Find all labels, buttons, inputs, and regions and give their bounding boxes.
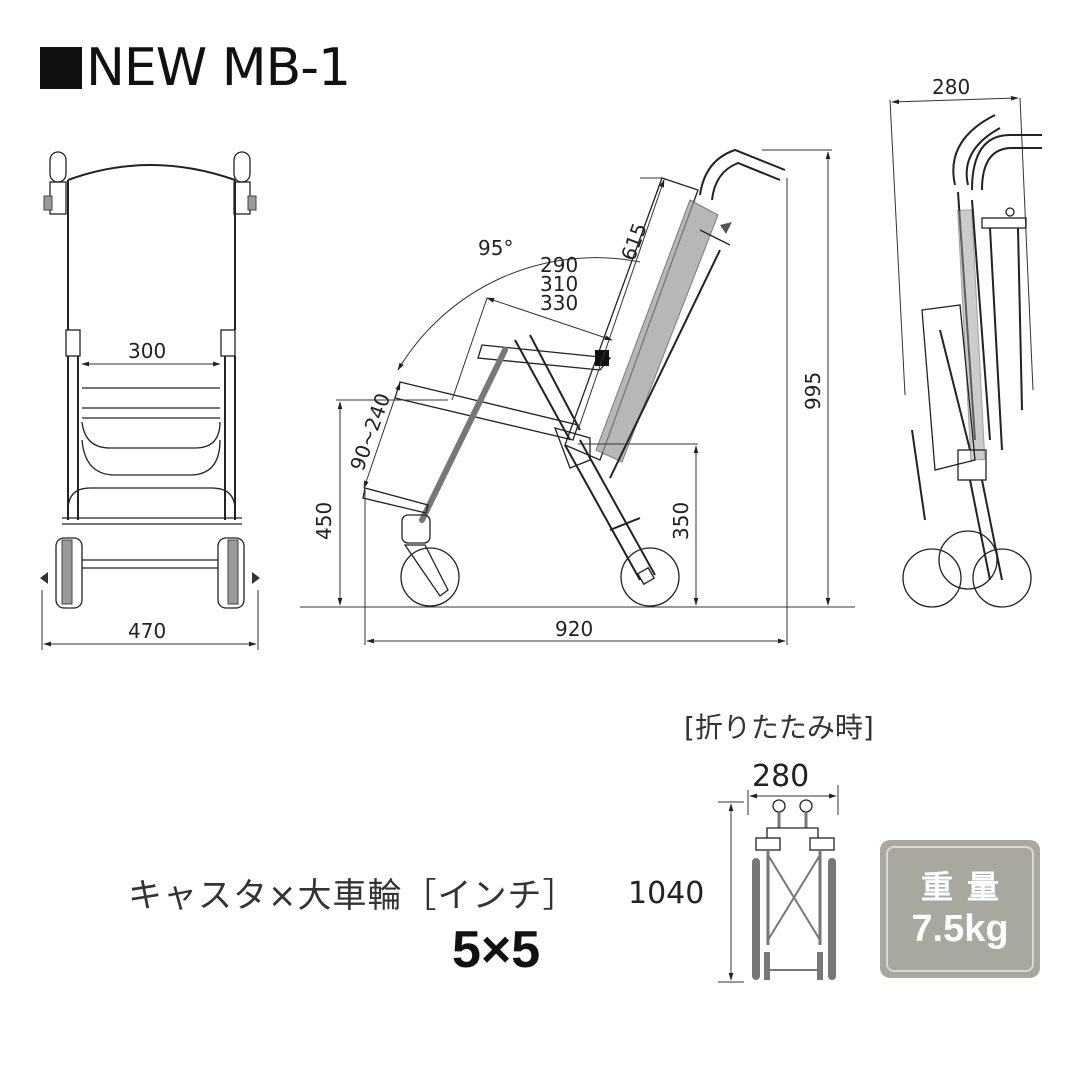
side-rear-wheel <box>620 547 680 607</box>
overall-width-label: 470 <box>128 619 166 643</box>
title-square-marker <box>40 47 82 89</box>
seat-height-label: 450 <box>312 502 336 540</box>
backrest-height-label: 615 <box>616 220 652 264</box>
wheels-value: 5×5 <box>452 921 541 979</box>
overall-length-label: 920 <box>555 617 593 641</box>
front-left-caster <box>55 537 83 609</box>
title-text: NEW MB-1 <box>86 38 351 98</box>
seat-depth-label-3: 330 <box>540 291 578 315</box>
weight-badge-inner: 重量 7.5kg <box>886 846 1034 972</box>
weight-title: 重量 <box>920 868 1013 906</box>
side-front-caster <box>400 547 460 607</box>
front-view: 300 470 <box>40 151 260 650</box>
folded-wheel-2 <box>938 530 998 590</box>
side-push-handle <box>699 148 786 196</box>
front-backrest-arc <box>67 164 236 181</box>
folded-side-view: 280 <box>889 75 1042 608</box>
folded-label: [折りたたみ時] <box>684 711 874 744</box>
folded-height-label: 1040 <box>628 876 704 911</box>
seat-depth-label-1: 290 <box>540 253 578 277</box>
page-title: NEW MB-1 <box>40 38 351 98</box>
backrest-angle-label: 95° <box>478 236 513 260</box>
front-right-handle <box>233 151 251 183</box>
folded-width-label: 280 <box>752 759 809 794</box>
seat-depth-label-2: 310 <box>540 272 578 296</box>
side-view: 95° 615 290 310 330 90~240 450 350 995 9… <box>300 148 855 645</box>
side-footrest <box>362 487 429 514</box>
seat-width-label: 300 <box>128 339 166 363</box>
weight-value: 7.5kg <box>911 908 1009 950</box>
wheels-label: キャスタ×大車輪［インチ］ <box>128 876 578 916</box>
folded-mini-view: 280 1040 <box>628 759 839 983</box>
folded-wheel-1 <box>902 548 962 608</box>
front-right-caster <box>217 537 245 609</box>
rear-height-label: 350 <box>669 502 693 540</box>
rear-width-label: 280 <box>932 75 970 99</box>
footrest-range-label: 90~240 <box>345 390 395 474</box>
folded-wheel-3 <box>972 548 1032 608</box>
weight-badge: 重量 7.5kg <box>880 840 1040 978</box>
front-left-handle <box>49 151 67 183</box>
overall-height-label: 995 <box>801 372 825 410</box>
